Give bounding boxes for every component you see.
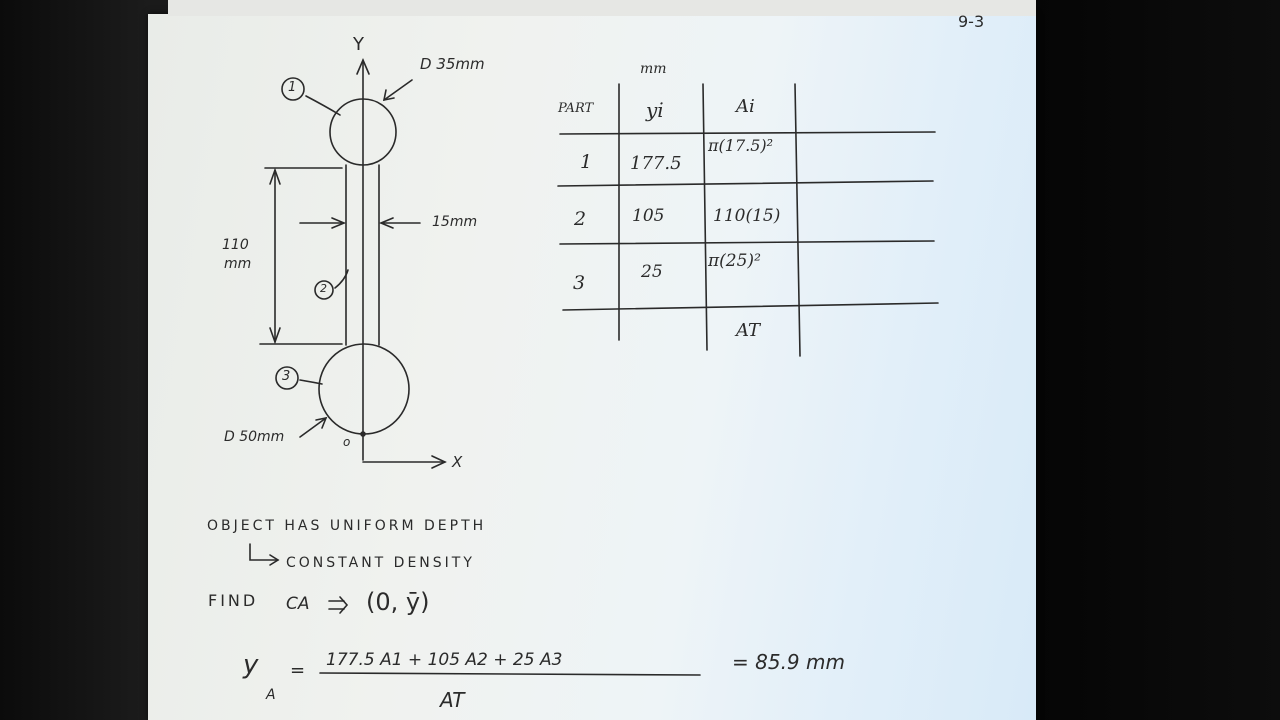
table-header-a: Ai [736,96,755,117]
row2-area: 110(15) [713,206,781,226]
part-marker-2: 2 [320,282,327,295]
table-row-line-4 [562,302,939,311]
equation-denominator: AT [440,688,465,712]
y-axis-label: Y [353,34,364,55]
table-row-line-1 [559,131,936,135]
density-arrow-head [269,554,280,566]
row2-y: 105 [632,206,665,226]
leader-part3 [299,379,323,385]
equation-result: = 85.9 mm [732,650,845,674]
width-dim-right-arrow [378,217,394,229]
table-col-line-3 [794,83,801,357]
density-arrow [249,543,279,561]
origin-label: o [343,435,351,449]
y-axis-arrow [356,57,370,75]
table-col-line-2 [702,83,708,351]
table-unit: mm [640,61,667,77]
row1-y: 177.5 [630,153,682,174]
row1-part: 1 [580,151,593,173]
background-left [0,0,150,720]
bottom-diameter-label: D 50mm [224,429,285,445]
find-result: (0, ȳ) [366,588,430,616]
leader-bottom-diameter [299,417,327,438]
fraction-bar [319,672,701,676]
length-value-label: 110 [222,237,249,253]
top-circle [329,98,397,166]
part-marker-1: 1 [288,80,297,95]
x-axis-label: X [452,453,463,471]
row2-part: 2 [574,208,587,230]
part3-circle [275,366,299,390]
find-arrow-head [339,596,349,614]
x-axis-arrow [431,455,447,469]
length-dim-arrow-top [269,167,281,185]
leader-part2 [334,269,349,289]
length-dim-arrow-bottom [269,327,281,345]
part1-circle [281,77,305,101]
row3-part: 3 [573,272,586,294]
top-diameter-label: D 35mm [420,55,485,73]
find-prefix: FIND [208,591,259,610]
width-dim-left-arrow [331,217,347,229]
find-symbol: CA [286,594,310,614]
length-unit-label: mm [224,256,252,272]
row1-area: π(17.5)² [708,136,774,155]
equation-numerator: 177.5 A1 + 105 A2 + 25 A3 [326,650,563,670]
note-uniform-depth: OBJECT HAS UNIFORM DEPTH [207,518,487,534]
paper-top-edge [168,0,1036,16]
table-row-line-3 [559,240,935,245]
row3-area: π(25)² [708,251,761,271]
part2-circle [314,280,334,300]
row3-y: 25 [641,262,663,282]
leader-top-diameter-arrow [382,89,395,102]
leader-bottom-diameter-arrow [315,416,328,429]
equation-lhs: y [243,650,259,680]
equation-equals: = [290,660,306,681]
table-total-label: AT [736,320,761,341]
equation-lhs-sub: A [266,687,276,703]
leader-top-diameter [383,79,413,101]
bottom-circle [318,343,410,435]
table-header-part: PART [558,101,594,116]
page-number: 9-3 [958,12,985,31]
rod-width-label: 15mm [432,214,478,230]
table-row-line-2 [557,180,934,187]
table-header-y: yi [646,98,664,122]
note-constant-density: CONSTANT DENSITY [286,555,475,571]
leader-part1 [305,95,341,116]
part-marker-3: 3 [282,369,291,384]
origin-dot [360,431,366,437]
background-right [1035,0,1280,720]
